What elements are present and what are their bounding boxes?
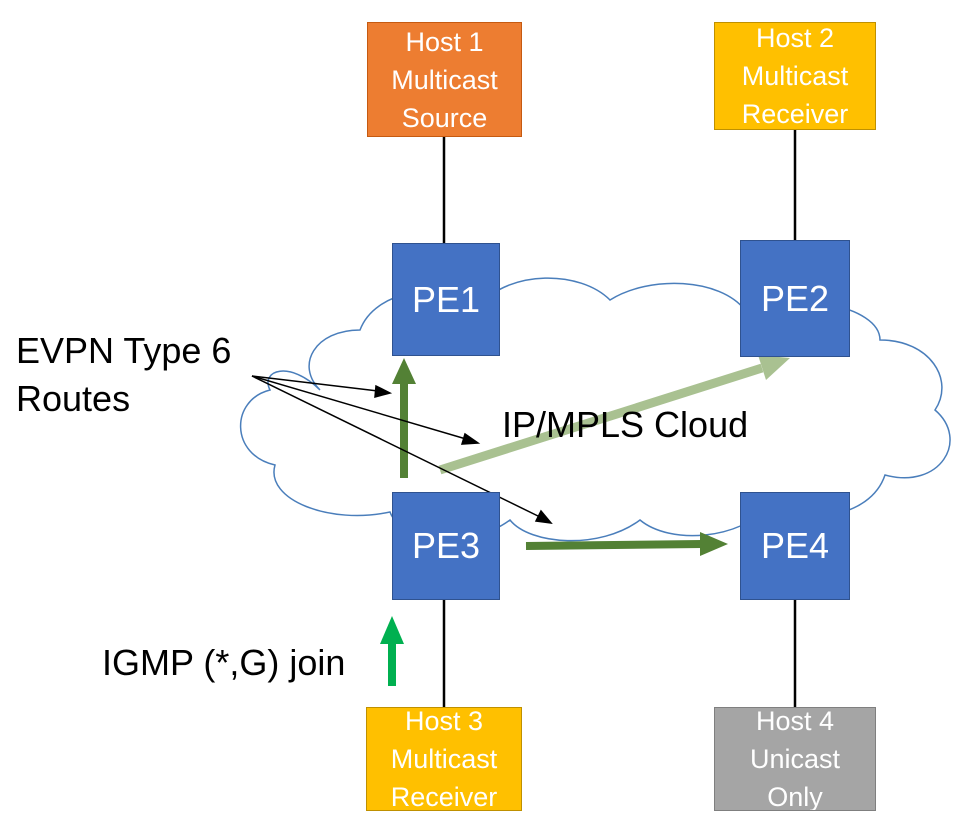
igmp-join-arrow	[380, 616, 404, 686]
host3-line2: Multicast	[390, 744, 498, 774]
host4-line1: Host 4	[755, 707, 835, 736]
host1-multicast-source: Host 1 Multicast Source	[367, 22, 522, 137]
cloud-label: IP/MPLS Cloud	[502, 404, 749, 445]
host3-line1: Host 3	[404, 707, 484, 736]
host4-line3: Only	[767, 782, 823, 811]
igmp-join-label: IGMP (*,G) join	[102, 642, 346, 683]
evpn-label-line1: EVPN Type 6	[16, 330, 232, 371]
host4-line2: Unicast	[749, 744, 841, 774]
host3-multicast-receiver: Host 3 Multicast Receiver	[366, 707, 522, 811]
evpn-label-line2: Routes	[16, 378, 131, 419]
route-arrow-pe3-pe4	[525, 532, 728, 556]
host2-line3: Receiver	[741, 99, 849, 129]
evpn-pointer-lines	[251, 375, 553, 524]
host1-line1: Host 1	[405, 26, 484, 57]
host1-line3: Source	[401, 102, 488, 133]
pe4-router: PE4	[740, 492, 850, 600]
pe3-router: PE3	[392, 492, 500, 600]
pe2-router: PE2	[740, 240, 850, 357]
host2-line1: Host 2	[755, 23, 835, 53]
host3-line3: Receiver	[390, 782, 498, 811]
route-arrow-pe3-pe2	[438, 355, 790, 475]
pe1-router: PE1	[392, 243, 500, 356]
host4-unicast-only: Host 4 Unicast Only	[714, 707, 876, 811]
host2-line2: Multicast	[741, 61, 849, 91]
host1-line2: Multicast	[391, 64, 498, 95]
route-arrow-pe3-pe1	[392, 358, 416, 478]
host2-multicast-receiver: Host 2 Multicast Receiver	[714, 22, 876, 130]
